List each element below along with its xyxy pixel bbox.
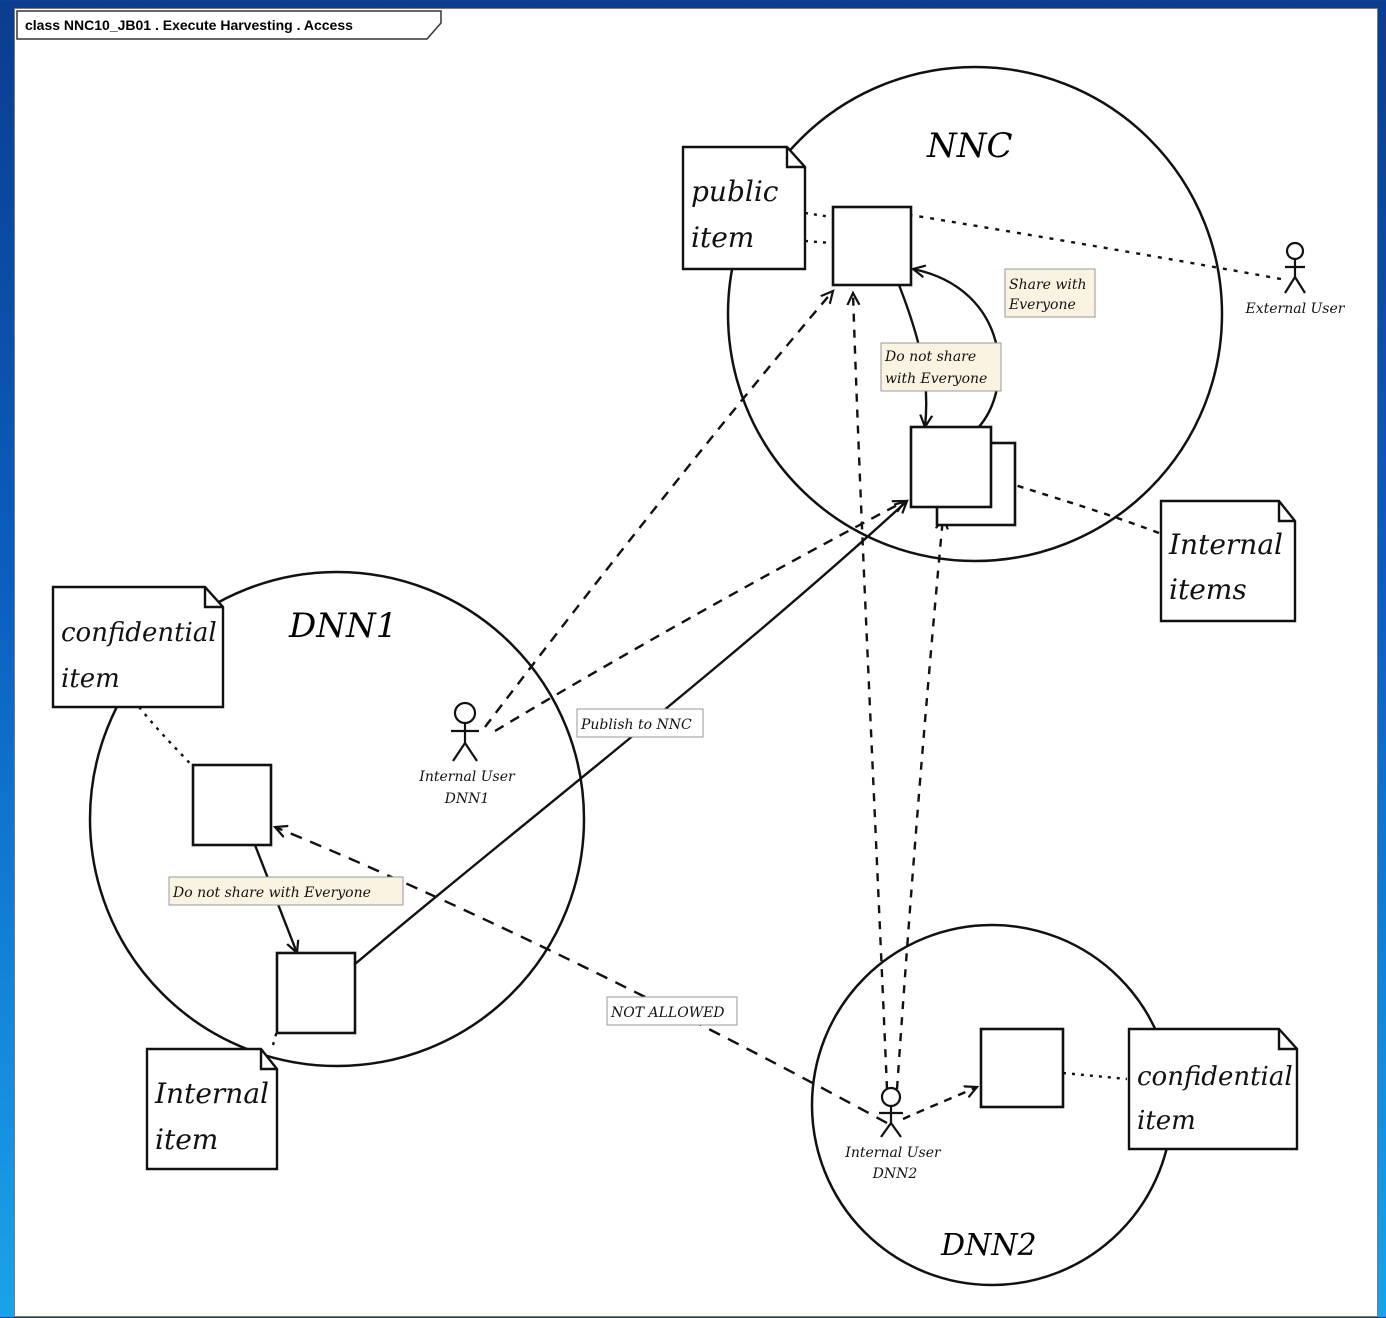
dnn1-user-to-public-box-link (484, 291, 833, 728)
dnn2-label: DNN2 (940, 1228, 1037, 1263)
nnc-label: NNC (926, 126, 1013, 166)
nnc-share-with-everyone-arrow (913, 269, 1001, 430)
internal-user-dnn2-actor[interactable] (879, 1086, 903, 1138)
internal-user-dnn2-label-1: Internal User (844, 1145, 942, 1161)
note-internal-items-nnc[interactable]: Internal items (1159, 499, 1297, 623)
dnn1-internal-box[interactable] (275, 951, 357, 1035)
diagram-canvas: class NNC10_JB01 . Execute Harvesting . … (14, 8, 1378, 1317)
svg-text:NOT ALLOWED: NOT ALLOWED (610, 1005, 725, 1021)
label-do-not-share-dnn1: Do not share with Everyone (168, 876, 404, 906)
internal-user-dnn1-label-2: DNN1 (444, 791, 490, 807)
note-public-item[interactable]: public item (681, 145, 807, 271)
note-internal-dnn1[interactable]: Internal item (145, 1047, 279, 1171)
svg-text:with Everyone: with Everyone (885, 371, 987, 387)
svg-text:Share with: Share with (1009, 277, 1087, 293)
dnn1-label: DNN1 (288, 606, 397, 646)
note-confidential-dnn2-line2: item (1137, 1106, 1196, 1136)
note-confidential-dnn2-line1: confidential (1137, 1062, 1293, 1092)
internal-user-dnn1-actor[interactable] (451, 701, 479, 762)
note-confidential-dnn2[interactable]: confidential item (1127, 1027, 1299, 1151)
dnn1-confidential-box[interactable] (191, 763, 273, 847)
dnn1-user-to-internal-box-link (494, 501, 905, 733)
publish-to-nnc-line (354, 501, 907, 965)
nnc-node[interactable] (726, 65, 1224, 563)
note-confidential-dnn1[interactable]: confidential item (51, 585, 225, 709)
note-internal-dnn1-line2: item (155, 1123, 218, 1156)
note-confidential-dnn1-line2: item (61, 664, 120, 694)
label-do-not-share-nnc: Do not share with Everyone (880, 342, 1002, 392)
internal-user-dnn2-label-2: DNN2 (872, 1166, 918, 1182)
svg-text:Everyone: Everyone (1008, 297, 1076, 313)
note-confidential-dnn1-line1: confidential (61, 618, 217, 648)
connectors (138, 211, 1282, 1125)
label-not-allowed: NOT ALLOWED (606, 996, 738, 1026)
dnn2-user-to-box-link (902, 1087, 977, 1121)
svg-text:Do not share with Everyone: Do not share with Everyone (172, 885, 371, 901)
dnn2-user-to-internal-box-link (895, 517, 943, 1090)
label-publish-to-nnc: Publish to NNC (576, 708, 704, 738)
dnn1-node[interactable] (88, 570, 586, 1068)
nnc-public-box[interactable] (831, 205, 913, 287)
note-public-line2: item (691, 221, 754, 254)
note-internal-items-line1: Internal (1168, 528, 1283, 561)
external-user-label: External User (1245, 301, 1346, 317)
internal-user-dnn1-label-1: Internal User (418, 769, 516, 785)
external-user-link (910, 213, 1282, 281)
label-share-with-everyone: Share with Everyone (1004, 268, 1096, 318)
note-public-line1: public (691, 175, 779, 208)
note-internal-items-line2: items (1169, 573, 1247, 606)
not-allowed-link (275, 827, 888, 1125)
dnn2-user-to-public-box-link (853, 293, 889, 1090)
dnn2-confidential-box[interactable] (979, 1027, 1065, 1109)
frame-tab: class NNC10_JB01 . Execute Harvesting . … (16, 10, 442, 40)
frame-title: class NNC10_JB01 . Execute Harvesting . … (25, 17, 353, 33)
nnc-internal-box[interactable] (909, 425, 993, 509)
note-internal-dnn1-line1: Internal (154, 1077, 269, 1110)
svg-text:Do not share: Do not share (884, 349, 976, 365)
external-user-actor[interactable] (1284, 241, 1306, 294)
svg-text:Publish to NNC: Publish to NNC (580, 717, 692, 733)
